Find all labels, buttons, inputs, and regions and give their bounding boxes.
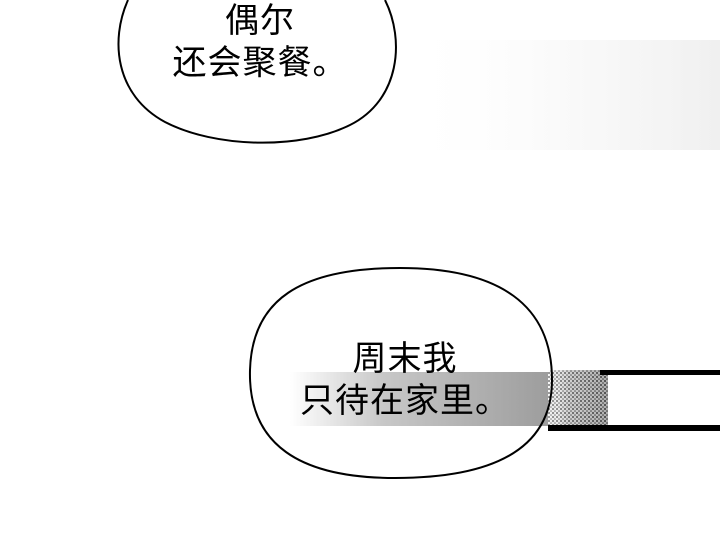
speech-line: 周末我 [352,339,458,379]
screentone-haze [400,40,720,150]
speech-text-bottom: 周末我 只待在家里。 [270,338,540,422]
speech-bubble-top [117,0,397,144]
black-bar-bottom [548,425,720,431]
speech-line: 偶尔 [225,1,295,41]
speech-bubble-bottom [248,266,554,480]
speech-line: 只待在家里。 [300,381,510,421]
gradient-band [290,372,555,426]
black-bar-top [600,370,720,375]
speech-line: 还会聚餐。 [172,43,348,83]
speech-text-top: 偶尔 还会聚餐。 [150,0,370,84]
